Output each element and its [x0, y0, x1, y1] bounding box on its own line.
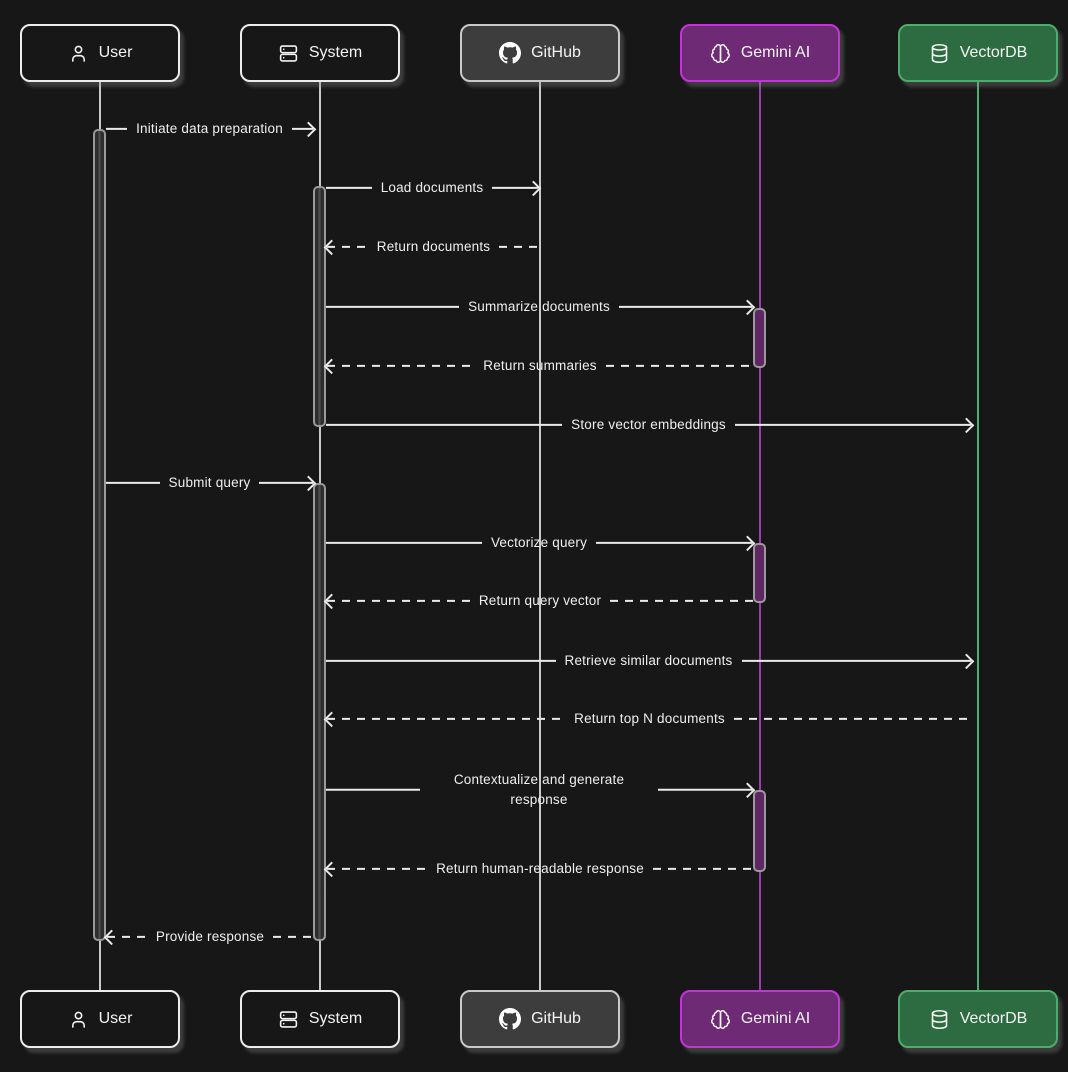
actor-github-bottom: GitHub — [460, 990, 620, 1048]
message-store-vector-embeddings: Store vector embeddings — [326, 415, 975, 435]
arrowhead-right-icon — [958, 653, 975, 669]
message-initiate-data-preparation: Initiate data preparation — [106, 119, 317, 139]
actor-github-top: GitHub — [460, 24, 620, 82]
activation-bar-user — [93, 129, 106, 941]
brain-icon — [710, 43, 730, 63]
message-return-top-n-documents: Return top N documents — [323, 709, 973, 729]
message-label: Contextualize and generate response — [453, 771, 625, 807]
message-contextualize-and-generate-response: Contextualize and generate response — [326, 770, 756, 811]
lifeline-vectordb — [977, 81, 979, 990]
activation-bar-gemini-2 — [753, 543, 766, 603]
server-icon — [279, 44, 297, 62]
arrowhead-right-icon — [958, 417, 975, 433]
message-label: Return documents — [376, 238, 491, 254]
message-label: Retrieve similar documents — [564, 652, 733, 668]
lifeline-github — [539, 81, 541, 990]
actor-label: GitHub — [531, 1010, 581, 1027]
brain-icon — [710, 1009, 730, 1029]
message-label: Return top N documents — [574, 710, 725, 726]
actor-gemini-top: Gemini AI — [680, 24, 840, 82]
arrowhead-left-icon — [323, 358, 340, 374]
message-load-documents: Load documents — [326, 178, 542, 198]
activation-bar-system-2 — [313, 483, 326, 941]
message-label: Provide response — [155, 928, 265, 944]
arrowhead-left-icon — [323, 711, 340, 727]
arrowhead-left-icon — [323, 861, 340, 877]
arrowhead-left-icon — [103, 929, 120, 945]
actor-label: User — [98, 1010, 133, 1027]
message-label: Store vector embeddings — [571, 416, 726, 432]
message-submit-query: Submit query — [106, 473, 317, 493]
arrowhead-right-icon — [739, 299, 756, 315]
message-label: Summarize documents — [468, 298, 610, 314]
person-icon — [71, 45, 85, 62]
github-icon — [499, 42, 522, 64]
activation-bar-gemini-3 — [753, 790, 766, 872]
arrowhead-left-icon — [323, 239, 340, 255]
arrowhead-right-icon — [739, 782, 756, 798]
arrowhead-right-icon — [525, 180, 542, 196]
activation-bar-gemini-1 — [753, 308, 766, 368]
database-icon — [931, 43, 947, 63]
actor-label: Gemini AI — [740, 44, 811, 61]
message-label: Submit query — [168, 474, 251, 490]
person-icon — [71, 1011, 85, 1028]
github-icon — [499, 1008, 522, 1030]
actor-label: System — [308, 44, 363, 61]
message-label: Load documents — [380, 179, 484, 195]
activation-bar-system-1 — [313, 186, 326, 427]
actor-label: VectorDB — [959, 44, 1028, 61]
message-summarize-documents: Summarize documents — [326, 297, 756, 317]
actor-system-bottom: System — [240, 990, 400, 1048]
message-provide-response: Provide response — [103, 927, 314, 947]
arrowhead-right-icon — [300, 475, 317, 491]
message-label: Return summaries — [483, 357, 597, 373]
arrowhead-left-icon — [323, 593, 340, 609]
message-label: Vectorize query — [490, 534, 588, 550]
actor-label: GitHub — [531, 44, 581, 61]
message-label: Return human-readable response — [436, 860, 644, 876]
lifeline-gemini — [759, 81, 761, 990]
actor-label: Gemini AI — [740, 1010, 811, 1027]
actor-system-top: System — [240, 24, 400, 82]
arrowhead-right-icon — [300, 121, 317, 137]
message-return-human-readable-response: Return human-readable response — [323, 859, 753, 879]
message-label: Initiate data preparation — [136, 120, 283, 136]
actor-label: System — [308, 1010, 363, 1027]
actor-user-top: User — [20, 24, 180, 82]
actor-vectordb-top: VectorDB — [898, 24, 1058, 82]
actor-label: VectorDB — [959, 1010, 1028, 1027]
actor-label: User — [98, 44, 133, 61]
actor-vectordb-bottom: VectorDB — [898, 990, 1058, 1048]
message-return-query-vector: Return query vector — [323, 591, 754, 611]
arrowhead-right-icon — [739, 535, 756, 551]
server-icon — [279, 1010, 297, 1028]
database-icon — [931, 1009, 947, 1029]
message-vectorize-query: Vectorize query — [326, 533, 756, 553]
message-return-documents: Return documents — [323, 237, 541, 257]
actor-user-bottom: User — [20, 990, 180, 1048]
message-retrieve-similar-documents: Retrieve similar documents — [326, 651, 975, 671]
actor-gemini-bottom: Gemini AI — [680, 990, 840, 1048]
message-return-summaries: Return summaries — [323, 356, 754, 376]
message-label: Return query vector — [478, 592, 602, 608]
